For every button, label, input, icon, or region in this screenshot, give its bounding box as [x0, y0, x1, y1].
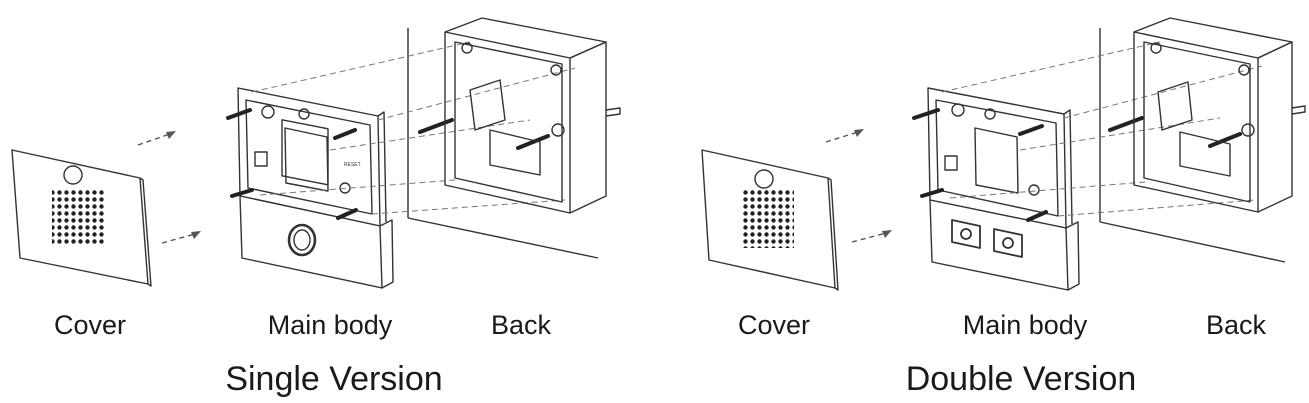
alignment-lines: [942, 42, 1262, 216]
call-buttons: [952, 220, 1022, 257]
cover-plate: [702, 150, 838, 290]
single-back-label: Back: [490, 310, 552, 340]
double-back-label: Back: [1205, 310, 1267, 340]
assembly-arrows: [138, 134, 195, 243]
wall: [1100, 28, 1285, 262]
back-box: [1134, 18, 1305, 212]
reset-marking: RESET: [344, 162, 361, 168]
single-cover-label: Cover: [53, 310, 127, 340]
back-box: [445, 18, 620, 213]
double-version-title: Double Version: [905, 360, 1137, 398]
single-main-body-label: Main body: [267, 310, 393, 340]
double-cover-label: Cover: [737, 310, 811, 340]
main-body: [928, 88, 1079, 290]
wall: [408, 28, 598, 258]
alignment-lines: [252, 42, 575, 214]
cover-plate: [12, 150, 151, 286]
screws: [228, 110, 548, 218]
call-button: [289, 225, 315, 255]
screws: [914, 110, 1240, 220]
speaker-grille: [52, 190, 104, 246]
speaker-grille: [742, 190, 794, 248]
double-version-diagram: [702, 18, 1305, 290]
double-main-body-label: Main body: [962, 310, 1088, 340]
assembly-arrows: [826, 132, 886, 242]
single-version-diagram: RESET: [12, 18, 620, 288]
main-body: RESET: [238, 88, 393, 288]
single-version-title: Single Version: [225, 360, 443, 398]
